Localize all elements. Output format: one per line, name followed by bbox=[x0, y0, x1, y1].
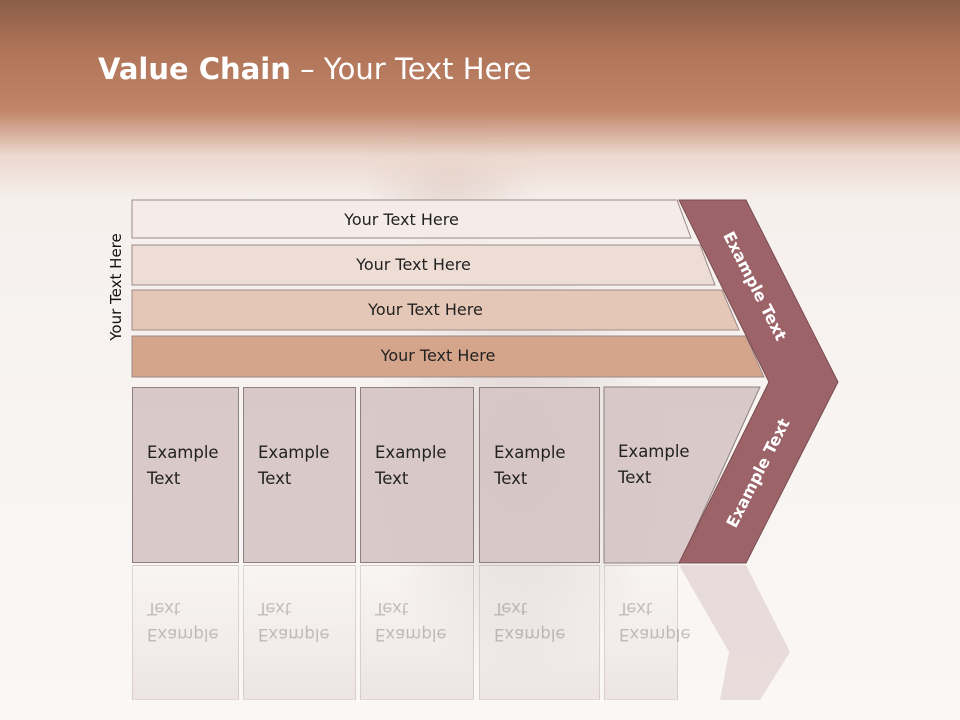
bar-4-shape bbox=[131, 335, 765, 378]
bar-1: Your Text Here bbox=[344, 209, 459, 229]
bar-3-shape bbox=[131, 289, 740, 331]
header-band bbox=[0, 0, 960, 200]
bar-2-shape bbox=[131, 244, 716, 286]
chevron-shape bbox=[678, 199, 839, 564]
title-bold: Value Chain bbox=[98, 52, 291, 86]
bar-1-shape bbox=[131, 199, 692, 239]
bar-4: Your Text Here bbox=[380, 345, 496, 365]
chevron-reflection bbox=[679, 565, 790, 700]
bar-3: Your Text Here bbox=[368, 299, 483, 319]
title-rest: – Your Text Here bbox=[290, 52, 532, 86]
page-title: Value Chain – Your Text Here bbox=[98, 52, 532, 86]
bar-2: Your Text Here bbox=[356, 254, 471, 274]
